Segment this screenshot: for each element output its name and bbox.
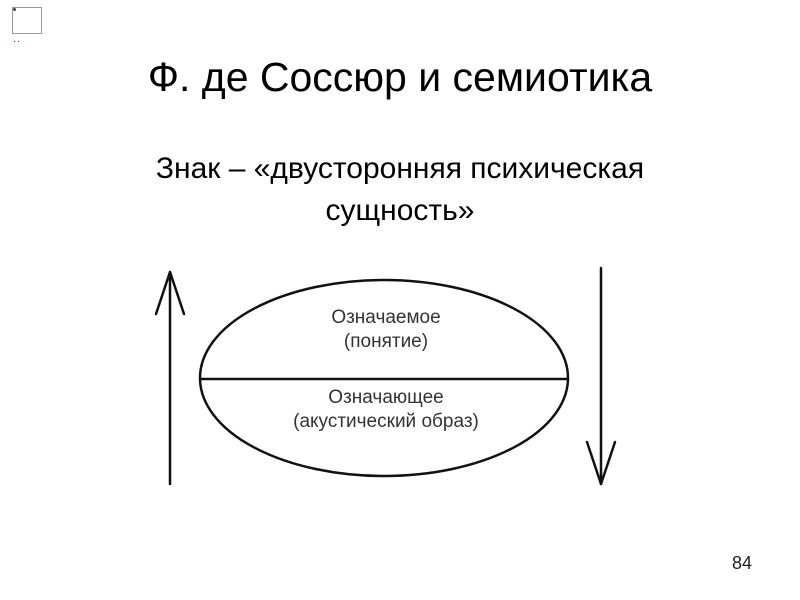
sign-diagram: Означаемое (понятие) Означающее (акустич… [140,258,640,498]
subtitle-line-1: Знак – «двусторонняя психическая [155,152,645,185]
signified-gloss: (понятие) [343,331,429,352]
thumbnail-dot [13,8,16,11]
slide-title: Ф. де Соссюр и семиотика [147,54,653,100]
signifier-label: Означающее (акустический образ) [206,386,566,434]
signifier-gloss: (акустический образ) [293,411,479,432]
sign-oval [198,278,570,478]
down-arrow-icon [585,266,617,486]
slide-thumbnail-box [12,7,42,34]
subtitle-line-2: сущность» [325,194,475,227]
slide-number: 84 [731,553,752,573]
signifier-term: Означающее [328,387,444,408]
signified-label: Означаемое (понятие) [206,306,566,354]
signified-term: Означаемое [331,307,441,328]
slide-subtitle: Знак – «двусторонняя психическая сущност… [100,148,700,232]
up-arrow-icon [154,270,186,486]
sign-diagram-graphic [154,266,617,486]
corner-marks: ·· [13,36,21,46]
